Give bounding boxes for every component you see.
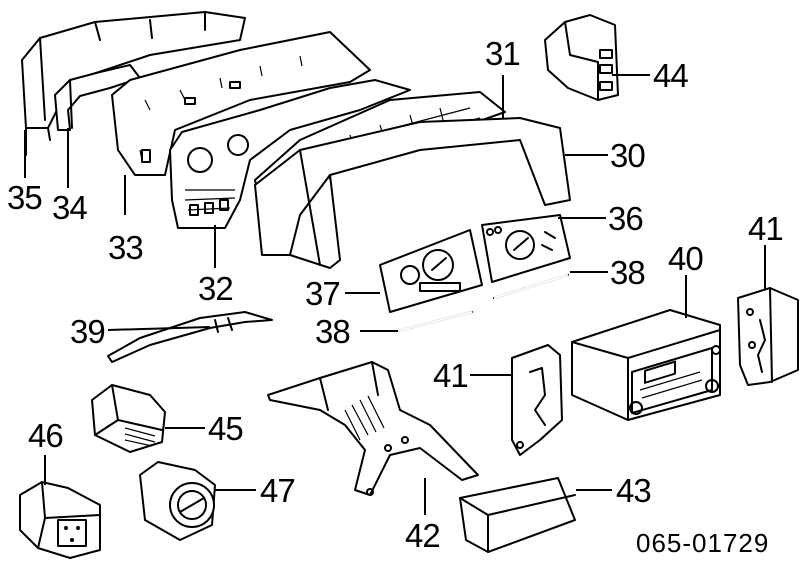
callout-47: 47: [260, 472, 295, 509]
part-39-trim-strip: [107, 311, 273, 363]
part-32-meter-housing: [169, 79, 411, 229]
part-41-bracket-left: [511, 344, 563, 456]
part-46-switch: [19, 481, 101, 559]
part-33-circuit-plate: [111, 31, 371, 176]
reference-code: 065-01729: [636, 528, 769, 558]
part-36-gauge-face: [481, 214, 571, 283]
callout-30: 30: [610, 137, 645, 174]
part-41-bracket-right: [737, 287, 799, 386]
callout-38-upper: 38: [610, 254, 645, 291]
leader-lines: [24, 74, 766, 515]
callout-39: 39: [70, 313, 105, 350]
callout-41-right: 41: [748, 210, 783, 247]
part-47-rotary-switch: [139, 461, 216, 541]
callout-31: 31: [485, 35, 520, 72]
part-37-gauge-face: [379, 229, 483, 313]
callout-33: 33: [108, 229, 143, 266]
part-44-relay: [544, 14, 619, 101]
callout-labels: 31 30 44 36 41 40 38 37 38 39 41 45 46 4…: [7, 35, 784, 558]
part-43-pocket: [459, 477, 576, 553]
part-35-rear-cover: [21, 11, 246, 156]
part-38-light-rod-lower: [397, 311, 473, 332]
callout-43: 43: [616, 472, 651, 509]
callout-35: 35: [7, 179, 42, 216]
part-45-switch: [91, 384, 166, 453]
callout-41-left: 41: [433, 357, 468, 394]
callout-40: 40: [668, 240, 703, 277]
callout-42: 42: [405, 517, 440, 554]
callout-44: 44: [653, 57, 688, 94]
part-34-bracket: [54, 64, 141, 131]
callout-46: 46: [28, 417, 63, 454]
callout-36: 36: [608, 200, 643, 237]
callout-32: 32: [198, 270, 233, 307]
callout-34: 34: [52, 189, 87, 226]
callout-37: 37: [305, 275, 340, 312]
part-38-light-rod-upper: [493, 274, 569, 299]
part-42-support-bracket: [267, 361, 479, 496]
part-40-audio-unit: [571, 309, 721, 421]
callout-45: 45: [208, 410, 243, 447]
callout-38-lower: 38: [315, 313, 350, 350]
part-30-finish-panel: [254, 117, 571, 269]
